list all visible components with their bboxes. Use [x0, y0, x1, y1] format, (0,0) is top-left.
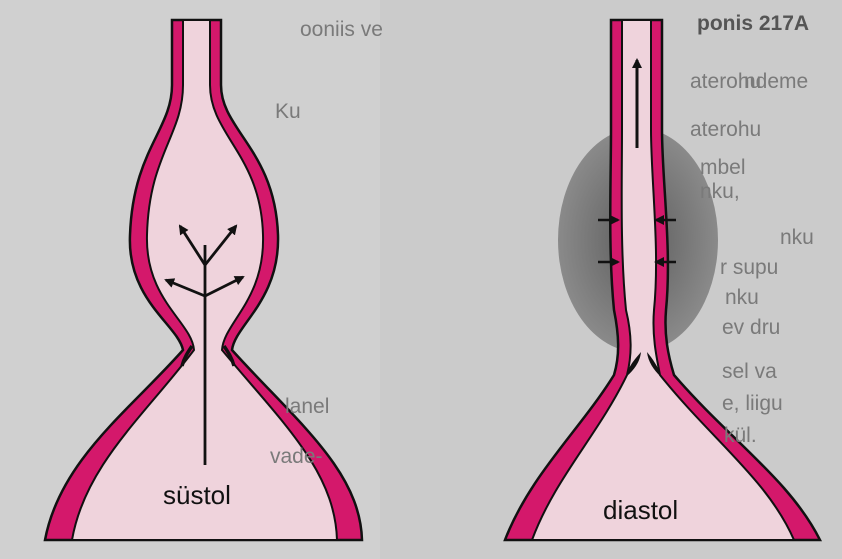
bg-text-left-1: ooniis ve — [300, 18, 383, 42]
bg-text-left-3: lanel — [285, 395, 329, 419]
systole-label: süstol — [163, 480, 231, 511]
bg-text-line-3: ndeme — [744, 70, 808, 94]
bg-text-left-2: Ku — [275, 100, 301, 124]
bg-text-line-12: e, liigu — [722, 392, 783, 416]
bg-text-line-9: nku — [725, 286, 759, 310]
bg-text-line-8: r supu — [720, 256, 778, 280]
bg-text-line-4: aterohu — [690, 118, 761, 142]
diastole-label: diastol — [603, 495, 678, 526]
bg-text-line-1: ponis 217A — [697, 12, 809, 36]
bg-text-line-5: mbel — [700, 156, 746, 180]
bg-text-line-11: sel va — [722, 360, 777, 384]
bg-text-left-4: vade- — [270, 445, 323, 469]
bg-text-line-10: ev dru — [722, 316, 780, 340]
bg-text-line-7: nku — [780, 226, 814, 250]
bg-text-line-6: nku, — [700, 180, 740, 204]
bg-text-line-13: kül. — [724, 424, 757, 448]
